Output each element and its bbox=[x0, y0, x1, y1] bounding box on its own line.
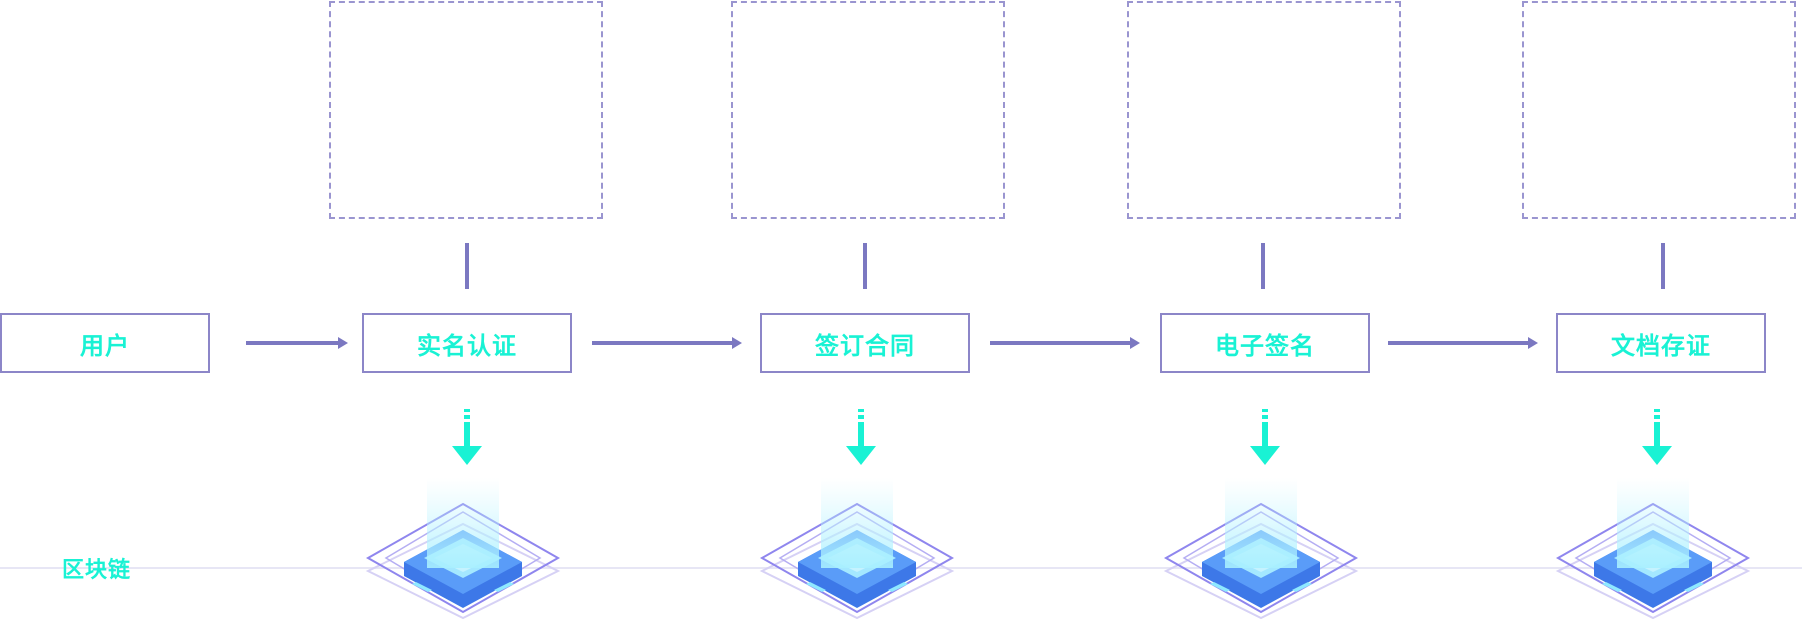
down-arrow-icon bbox=[1250, 409, 1280, 465]
blockchain-label: 区块链 bbox=[62, 558, 132, 583]
blockchain-node-icon bbox=[759, 478, 955, 620]
flow-arrow-icon bbox=[990, 337, 1140, 349]
placeholder-panel-real-name-auth bbox=[329, 1, 603, 219]
placeholder-panel-e-signature bbox=[1127, 1, 1401, 219]
flow-arrow-icon bbox=[592, 337, 742, 349]
placeholder-panel-sign-contract bbox=[731, 1, 1005, 219]
step-box-real-name-auth: 实名认证 bbox=[362, 313, 572, 373]
blockchain-node-icon bbox=[1163, 478, 1359, 620]
step-box-e-signature: 电子签名 bbox=[1160, 313, 1370, 373]
step-box-sign-contract: 签订合同 bbox=[760, 313, 970, 373]
connector-line-e-signature bbox=[1261, 243, 1265, 289]
flow-arrow-icon bbox=[246, 337, 348, 349]
down-arrow-icon bbox=[846, 409, 876, 465]
connector-line-doc-evidence bbox=[1661, 243, 1665, 289]
blockchain-node-icon bbox=[1555, 478, 1751, 620]
connector-line-sign-contract bbox=[863, 243, 867, 289]
connector-line-real-name-auth bbox=[465, 243, 469, 289]
flow-arrow-icon bbox=[1388, 337, 1538, 349]
placeholder-panel-doc-evidence bbox=[1522, 1, 1796, 219]
blockchain-node-icon bbox=[365, 478, 561, 620]
down-arrow-icon bbox=[1642, 409, 1672, 465]
down-arrow-icon bbox=[452, 409, 482, 465]
step-box-user: 用户 bbox=[0, 313, 210, 373]
step-box-doc-evidence: 文档存证 bbox=[1556, 313, 1766, 373]
